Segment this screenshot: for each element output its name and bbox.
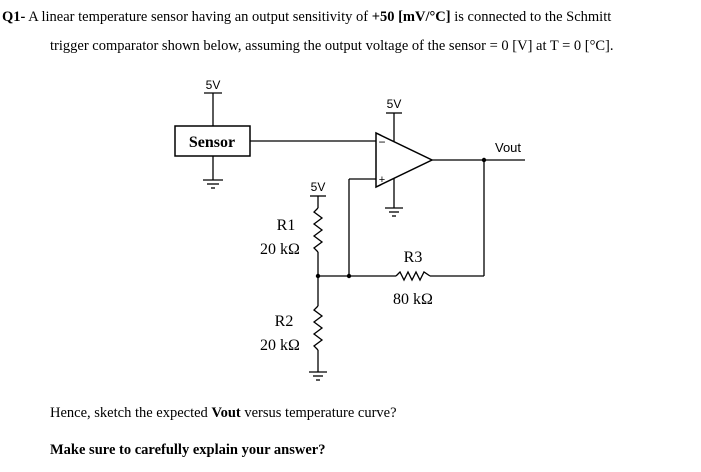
r1-value: 20 kΩ (260, 241, 300, 258)
divider-node-dot (315, 273, 321, 279)
r2-value: 20 kΩ (260, 337, 300, 354)
question-text-b: is connected to the Schmitt (450, 9, 612, 25)
noninv-node-dot (346, 273, 352, 279)
sensor-label: Sensor (189, 134, 235, 151)
sensor-supply-label: 5V (206, 78, 221, 92)
r1-resistor (312, 207, 324, 253)
inverting-label: − (378, 135, 385, 149)
r3-value: 80 kΩ (393, 291, 433, 308)
r2-resistor (312, 305, 324, 351)
opamp-supply-label: 5V (387, 97, 402, 111)
output-label: Vout (495, 140, 521, 155)
r1-name: R1 (277, 217, 296, 234)
question-text-a: A linear temperature sensor having an ou… (28, 9, 372, 25)
sensitivity-value: +50 [mV/°C] (371, 9, 451, 25)
opamp-triangle (375, 131, 434, 189)
note-line: Make sure to carefully explain your answ… (50, 442, 326, 458)
followup-vout: Vout (211, 405, 241, 421)
divider-supply-label: 5V (311, 180, 326, 194)
r3-resistor (395, 270, 431, 282)
r2-name: R2 (275, 313, 294, 330)
noninverting-label: + (379, 174, 385, 186)
followup-text-b: versus temperature curve? (240, 405, 397, 421)
r3-name: R3 (404, 249, 423, 266)
question-line-2: trigger comparator shown below, assuming… (50, 38, 614, 54)
question-number: Q1- (2, 9, 26, 25)
question-line-1: Q1- A linear temperature sensor having a… (2, 9, 611, 26)
followup-text-a: Hence, sketch the expected (50, 405, 212, 421)
output-node-dot (481, 157, 487, 163)
followup-line: Hence, sketch the expected Vout versus t… (50, 405, 397, 422)
